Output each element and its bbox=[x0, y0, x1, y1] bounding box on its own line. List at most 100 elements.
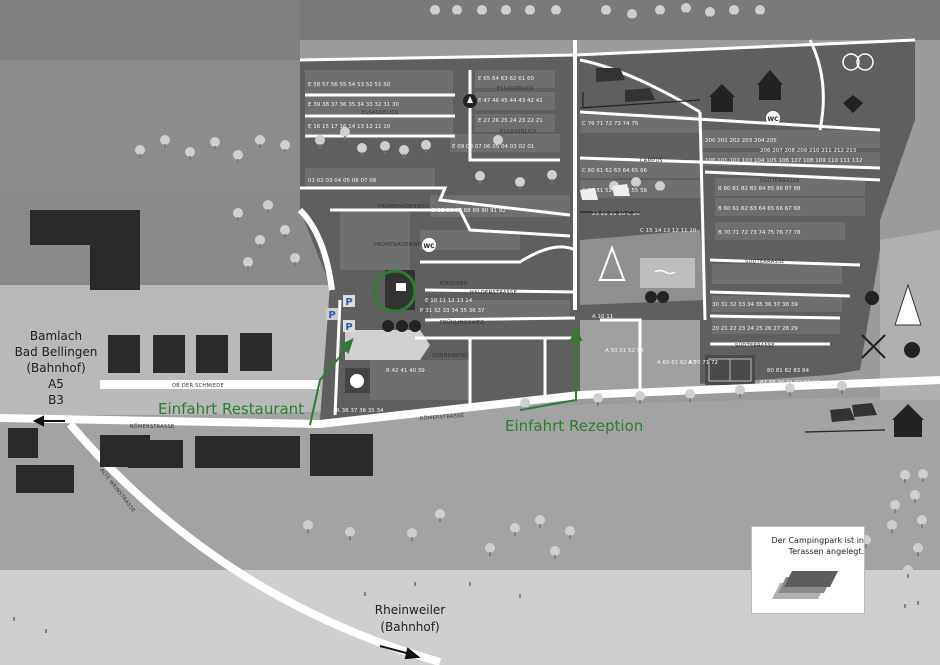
tree-trunk bbox=[284, 234, 286, 238]
tree-trunk bbox=[555, 14, 557, 18]
tree-trunk bbox=[554, 555, 556, 559]
street-label-promenadenweg-2: PROMENADENWEG bbox=[374, 242, 426, 248]
tree-icon bbox=[485, 543, 495, 553]
direction-arrows bbox=[32, 415, 421, 660]
tree-trunk bbox=[907, 574, 909, 578]
tree-icon bbox=[735, 385, 745, 395]
path-fruehling bbox=[424, 316, 576, 322]
tree-trunk bbox=[569, 535, 571, 539]
tree-icon bbox=[635, 391, 645, 401]
horse-icon-4 bbox=[852, 403, 877, 417]
tree-icon bbox=[515, 177, 525, 187]
tree-trunk bbox=[469, 582, 471, 586]
tree-icon bbox=[535, 515, 545, 525]
tree-trunk bbox=[922, 478, 924, 482]
tree-trunk bbox=[45, 629, 47, 633]
tree-trunk bbox=[164, 144, 166, 148]
tree-trunk bbox=[524, 407, 526, 411]
pitch-row: 200 201 202 203 204 205 bbox=[705, 138, 777, 144]
tree-trunk bbox=[551, 179, 553, 183]
entrance-reception-label: Einfahrt Rezeption bbox=[505, 417, 643, 435]
street-label-elsass-2: ELSASSBLICK bbox=[497, 86, 534, 92]
tree-icon bbox=[785, 383, 795, 393]
tree-trunk bbox=[639, 400, 641, 404]
street-label-suedterrasse-3: SÜDTERRASSE bbox=[735, 342, 775, 349]
path-northeast bbox=[808, 39, 825, 131]
building-4 bbox=[240, 333, 272, 371]
tree-trunk bbox=[904, 604, 906, 608]
pitch-row: R 42 41 40 39 bbox=[386, 368, 425, 374]
tree-trunk bbox=[917, 601, 919, 605]
pitch-row: B 85 86 87 88 89 90 91 92 bbox=[432, 208, 506, 214]
tree-trunk bbox=[425, 149, 427, 153]
tree-trunk bbox=[307, 529, 309, 533]
dest-west-line-5: B3 bbox=[48, 393, 64, 407]
tree-trunk bbox=[481, 14, 483, 18]
terrace-fruehling bbox=[430, 300, 570, 318]
tree-trunk bbox=[479, 180, 481, 184]
barn-icon-3-body bbox=[894, 420, 922, 437]
tree-icon bbox=[631, 177, 641, 187]
tree-trunk bbox=[529, 14, 531, 18]
tree-trunk bbox=[631, 18, 633, 22]
wc-marker-1: WC bbox=[422, 238, 436, 252]
tree-trunk bbox=[514, 532, 516, 536]
dest-west-line-2: Bad Bellingen bbox=[15, 345, 98, 359]
tree-trunk bbox=[214, 146, 216, 150]
legend-text: Der Campingpark ist in Terassen angelegt… bbox=[771, 536, 864, 556]
bicycle-icon bbox=[856, 53, 874, 71]
pitch-row: 100 101 102 103 104 105 106 107 108 109 … bbox=[705, 158, 862, 164]
path-promenade bbox=[300, 186, 571, 217]
tree-trunk bbox=[267, 209, 269, 213]
tree-icon bbox=[290, 253, 300, 263]
reception-arrow bbox=[519, 336, 577, 411]
tree-trunk bbox=[259, 244, 261, 248]
tree-icon bbox=[399, 145, 409, 155]
tree-icon bbox=[510, 523, 520, 533]
path-west-entry bbox=[333, 299, 342, 416]
tree-icon bbox=[210, 137, 220, 147]
tree-trunk bbox=[505, 14, 507, 18]
pitch-row: R 38 37 36 35 34 bbox=[336, 408, 384, 414]
tree-icon bbox=[910, 490, 920, 500]
tree-trunk bbox=[364, 592, 366, 596]
entrance-arrows bbox=[309, 327, 583, 426]
tree-icon bbox=[357, 143, 367, 153]
pitch-row: B 60 61 62 63 64 65 66 67 68 bbox=[718, 206, 801, 212]
dest-west-line-1: Bamlach bbox=[30, 329, 82, 343]
street-label-roemer-east: RÖMERSTRASSE bbox=[420, 412, 465, 422]
tree-trunk bbox=[319, 144, 321, 148]
table-tennis-icon bbox=[865, 291, 879, 305]
tree-trunk bbox=[189, 156, 191, 160]
barn-icon-3 bbox=[892, 404, 924, 420]
tree-trunk bbox=[237, 159, 239, 163]
field-northwest bbox=[0, 0, 300, 60]
tree-icon bbox=[913, 592, 923, 602]
trees bbox=[9, 3, 928, 633]
street-label-kirschen: KIRSCHEN bbox=[440, 281, 468, 287]
terrace-e60 bbox=[475, 70, 555, 88]
tree-icon bbox=[547, 170, 557, 180]
tree-icon bbox=[452, 5, 462, 15]
street-label-campus: CAMPUS bbox=[640, 158, 663, 164]
parking-box-1 bbox=[343, 295, 355, 307]
dest-south-line-2: (Bahnhof) bbox=[380, 620, 439, 634]
tree-icon bbox=[551, 5, 561, 15]
pitch-row: 30 31 32 33 34 35 36 37 38 39 bbox=[712, 302, 798, 308]
pitch-row: 23 22 21 20 C 20 bbox=[592, 211, 640, 217]
terrace-01 bbox=[305, 168, 435, 188]
terrace-c60 bbox=[580, 160, 700, 178]
pitch-row: C 60 61 62 63 64 65 66 bbox=[582, 168, 648, 174]
roemerstrasse-road bbox=[0, 376, 940, 429]
water-icon bbox=[657, 291, 669, 303]
tree-trunk bbox=[414, 582, 416, 586]
tree-trunk bbox=[914, 499, 916, 503]
fences bbox=[579, 92, 886, 433]
parking-label-1: P bbox=[345, 297, 352, 308]
street-label-elsass-1: ELSASSBLICK bbox=[362, 110, 399, 116]
path-kirschen bbox=[420, 245, 576, 264]
tree-icon bbox=[565, 526, 575, 536]
pitch-row: E 39 38 37 36 35 34 33 32 31 30 bbox=[308, 102, 399, 108]
tree-icon bbox=[263, 200, 273, 210]
tree-icon bbox=[890, 500, 900, 510]
